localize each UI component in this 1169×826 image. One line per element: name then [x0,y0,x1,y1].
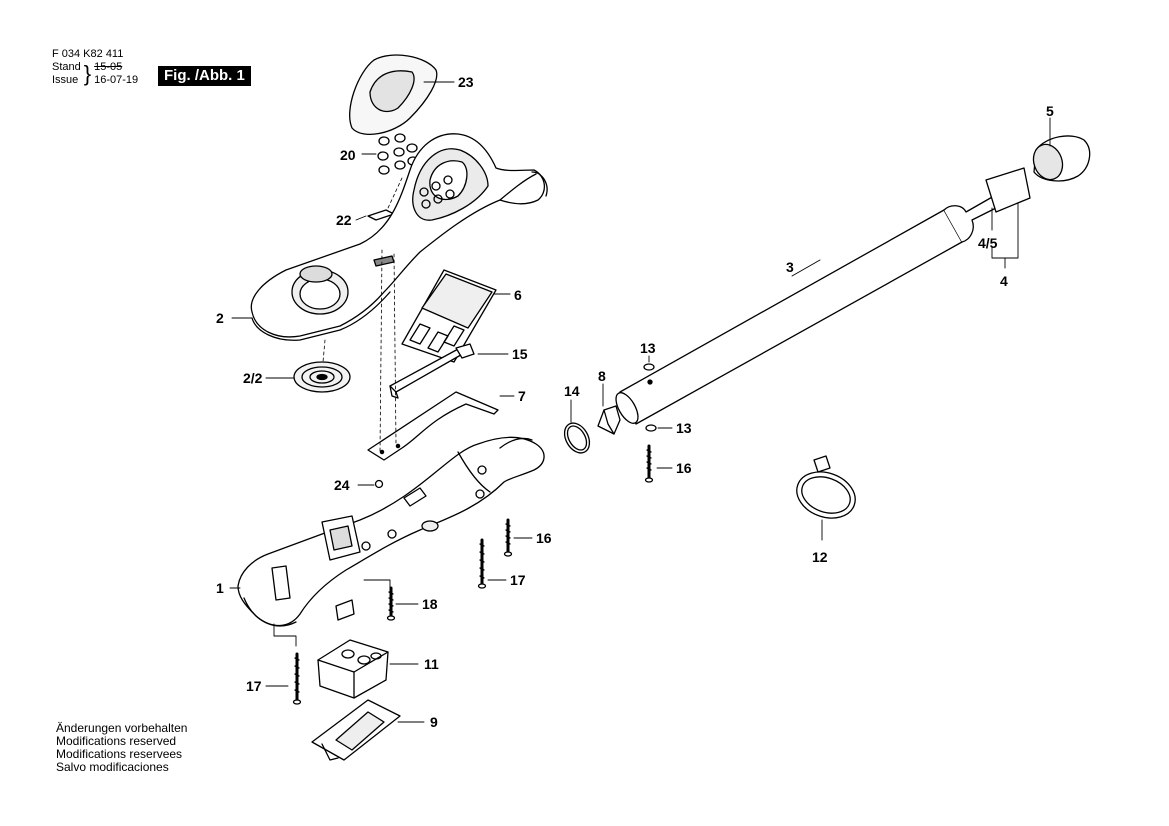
screw-17a-part [477,538,487,589]
battery-cover-part [311,699,401,761]
battery-holder-part [317,639,389,699]
callout-13a: 13 [640,340,656,356]
brace-icon: } [83,61,92,86]
callout-2-2: 2/2 [243,370,263,386]
callout-16b: 16 [676,460,692,476]
callout-22: 22 [336,212,352,228]
callout-17b: 17 [246,678,262,694]
end-cap-part [1032,135,1091,182]
figure-label: Fig. /Abb. 1 [158,66,251,86]
callout-23: 23 [458,74,474,90]
callout-17a: 17 [510,572,526,588]
main-board-part [367,391,499,461]
callout-4-5: 4/5 [978,235,998,251]
revision-block: Stand Issue } 15-05 16-07-19 [52,61,138,87]
document-header: F 034 K82 411 Stand Issue } 15-05 16-07-… [52,48,138,87]
washer-13b-part [645,424,657,432]
speaker-grille-part [293,361,351,393]
screw-16b-part [644,444,654,483]
callout-24: 24 [334,477,350,493]
notice-line-en: Modifications reserved [56,734,177,748]
o-ring-part [563,422,591,454]
upper-housing-part [250,133,548,341]
callout-9: 9 [430,714,438,730]
stand-label: Stand [52,61,81,73]
stand-value: 15-05 [94,61,123,73]
callout-2: 2 [216,310,224,326]
small-screw-part [374,479,384,489]
revision-notice: Änderungen vorbehalten Modifications res… [56,722,187,774]
assembly-guide-lines [322,177,403,453]
revision-values: 15-05 16-07-19 [94,61,138,87]
callout-8: 8 [598,368,606,384]
notice-line-es: Salvo modificaciones [56,760,169,774]
notice-line-fr: Modifications reservees [56,747,183,761]
revision-labels: Stand Issue [52,61,81,87]
callout-12: 12 [812,549,828,565]
issue-value: 16-07-19 [94,74,139,86]
lower-housing-part [237,436,545,627]
callout-5: 5 [1046,103,1054,119]
callout-11: 11 [424,656,439,672]
callout-1: 1 [216,580,224,596]
keypad-board-part [401,269,497,363]
callout-16a: 16 [536,530,552,546]
leader-lines [229,81,1051,723]
hose-clamp-part [796,455,856,519]
notice-line-de: Änderungen vorbehalten [56,721,188,735]
screw-18-part [386,586,396,621]
display-window-part [349,54,438,135]
callout-3: 3 [786,259,794,275]
extension-tube-part [615,167,1031,425]
bracket-part [389,343,475,399]
washer-13a-part [643,363,655,371]
screw-17b-part [292,652,302,705]
screw-16a-part [503,518,513,557]
callout-18: 18 [422,596,438,612]
callout-20: 20 [340,147,356,163]
callout-7: 7 [518,388,526,404]
doc-number: F 034 K82 411 [52,48,124,60]
clip-part [597,405,621,435]
issue-label: Issue [52,74,79,86]
callout-6: 6 [514,287,522,303]
callout-4: 4 [1000,273,1008,289]
callout-15: 15 [512,346,528,362]
keypad-buttons-part [377,133,419,175]
callout-13b: 13 [676,420,692,436]
callout-14: 14 [564,383,580,399]
